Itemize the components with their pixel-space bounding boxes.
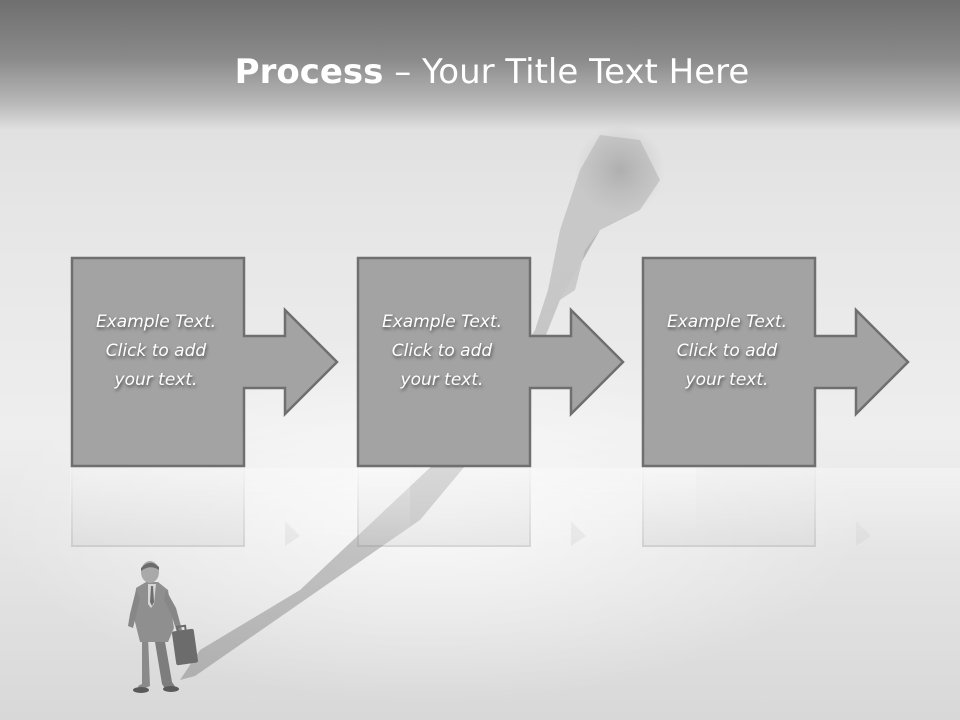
step-text-line: Example Text. xyxy=(95,312,217,332)
step-text-line: Example Text. xyxy=(666,312,788,332)
step-text-line: your text. xyxy=(400,370,484,390)
step-text-line: Click to add xyxy=(676,341,778,361)
right-arrow-icon xyxy=(571,310,623,414)
step-box-arrow-shape xyxy=(356,256,625,468)
step-box-arrow-shape xyxy=(641,256,910,468)
title-rest: Your Title Text Here xyxy=(422,52,750,92)
step-text-line: Example Text. xyxy=(381,312,503,332)
process-step-1[interactable]: Example Text. Click to add your text. xyxy=(70,256,410,548)
right-arrow-icon xyxy=(285,310,337,414)
step-text[interactable]: Example Text. Click to add your text. xyxy=(358,308,526,395)
process-step-2[interactable]: Example Text. Click to add your text. xyxy=(356,256,696,548)
title-bold: Process xyxy=(234,52,384,92)
step-text[interactable]: Example Text. Click to add your text. xyxy=(72,308,240,395)
step-text-line: Click to add xyxy=(391,341,493,361)
step-reflection xyxy=(356,468,696,548)
process-step-3[interactable]: Example Text. Click to add your text. xyxy=(641,256,960,548)
step-text-line: your text. xyxy=(114,370,198,390)
title-band xyxy=(0,0,960,130)
step-box-arrow-shape xyxy=(70,256,339,468)
right-arrow-icon xyxy=(856,310,908,414)
step-text[interactable]: Example Text. Click to add your text. xyxy=(643,308,811,395)
title-separator: – xyxy=(383,52,423,92)
step-reflection xyxy=(641,468,960,548)
slide-title[interactable]: Process – Your Title Text Here xyxy=(0,52,960,92)
businessman-icon xyxy=(128,561,199,693)
step-reflection xyxy=(70,468,410,548)
step-text-line: Click to add xyxy=(105,341,207,361)
step-text-line: your text. xyxy=(685,370,769,390)
